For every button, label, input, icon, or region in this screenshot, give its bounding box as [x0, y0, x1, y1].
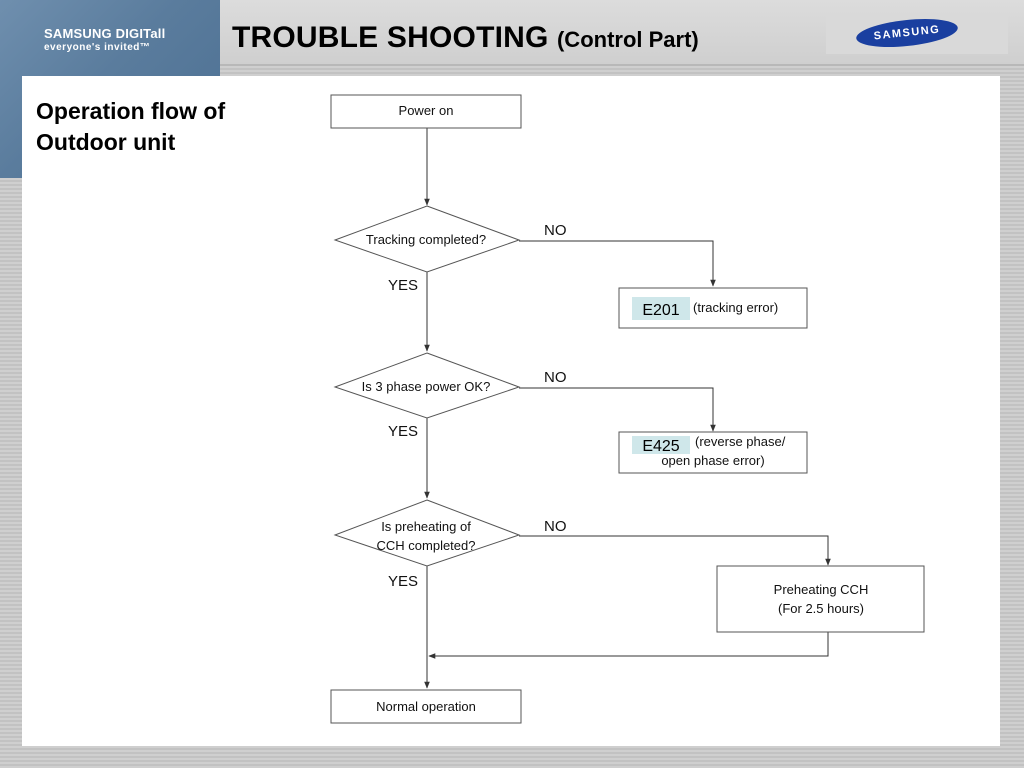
brand-left-line1: SAMSUNG DIGITall [44, 26, 166, 41]
preheating-box-line2: (For 2.5 hours) [778, 601, 864, 616]
connector-d1-no [519, 240, 716, 287]
brand-left-line2: everyone's invited™ [44, 42, 151, 53]
error-e425-desc-line2: open phase error) [661, 453, 764, 468]
end-node-label: Normal operation [376, 699, 476, 714]
samsung-logo-box: SAMSUNG [826, 14, 1008, 54]
decision-tracking-label: Tracking completed? [366, 232, 486, 247]
decision-tracking-no-label: NO [544, 222, 567, 239]
decision-3-phase-yes-label: YES [388, 423, 418, 440]
error-e425-desc-line1: (reverse phase/ [695, 434, 786, 449]
connector-d3-no [519, 535, 831, 566]
content-panel [22, 76, 1000, 746]
decision-preheating-label-line2: CCH completed? [377, 538, 476, 553]
decision-preheating-yes-label: YES [388, 573, 418, 590]
error-e201-desc: (tracking error) [693, 300, 778, 315]
preheating-box: Preheating CCH (For 2.5 hours) [716, 565, 925, 633]
error-e425-code: E425 [642, 438, 679, 455]
start-node-label: Power on [399, 103, 454, 118]
samsung-digitall-logo: SAMSUNG DIGITall everyone's invited™ [24, 22, 194, 56]
decision-3-phase-label: Is 3 phase power OK? [362, 379, 491, 394]
slide-title: TROUBLE SHOOTING (Control Part) [232, 18, 699, 58]
connector-d2-no [519, 387, 716, 432]
section-title-line1: Operation flow of [36, 98, 226, 124]
error-e201: E201 (tracking error) [618, 287, 808, 329]
decision-preheating-no-label: NO [544, 518, 567, 535]
section-title-line2: Outdoor unit [36, 129, 176, 155]
preheating-box-line1: Preheating CCH [774, 582, 869, 597]
title-main: TROUBLE SHOOTING [232, 21, 549, 54]
error-e425: E425 (reverse phase/ open phase error) [618, 431, 808, 474]
connector-preheat-return [428, 632, 829, 659]
decision-preheating-label-line1: Is preheating of [381, 519, 471, 534]
title-sub: (Control Part) [556, 27, 699, 52]
error-e201-code: E201 [642, 302, 679, 319]
decision-preheating: Is preheating of CCH completed? [333, 499, 521, 567]
decision-tracking: Tracking completed? [333, 205, 521, 273]
section-title: Operation flow of Outdoor unit [36, 96, 306, 158]
decision-3-phase-no-label: NO [544, 369, 567, 386]
decision-tracking-yes-label: YES [388, 277, 418, 294]
end-node: Normal operation [330, 689, 522, 724]
decision-3-phase: Is 3 phase power OK? [333, 352, 521, 419]
start-node: Power on [330, 94, 522, 129]
